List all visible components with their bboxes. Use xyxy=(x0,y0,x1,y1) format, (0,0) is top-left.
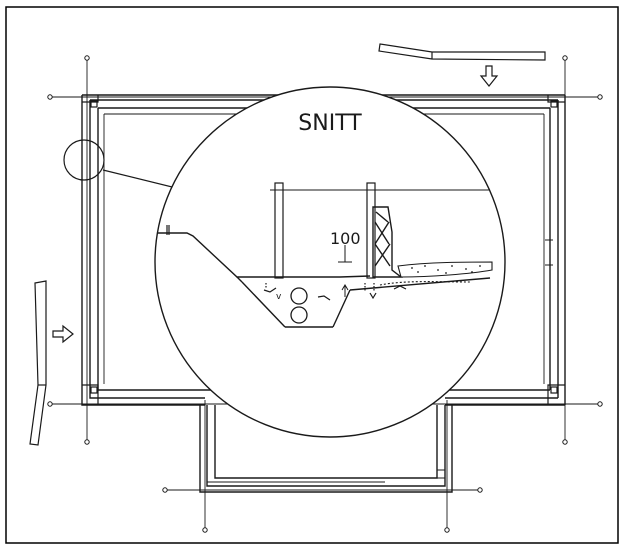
concrete-wall xyxy=(372,206,404,278)
loose-panel-left xyxy=(29,280,47,446)
arrow-down-icon xyxy=(479,65,499,87)
ground-profile xyxy=(158,232,491,328)
detail-circle xyxy=(154,86,506,438)
grid-dots xyxy=(47,55,603,533)
flow-marks xyxy=(166,225,407,301)
drawing-border xyxy=(5,6,619,544)
wall-break xyxy=(545,239,553,266)
loose-panel-top xyxy=(378,43,546,61)
gravel-bed xyxy=(379,261,493,286)
marker-label: v xyxy=(276,292,282,302)
section-title: SNITT xyxy=(298,111,362,136)
dimension-marker xyxy=(338,245,352,297)
dimension-label: 100 xyxy=(330,229,361,248)
section-detail: SNITT xyxy=(154,86,506,438)
arrow-right-icon xyxy=(52,324,74,344)
bay-extension xyxy=(199,405,453,493)
posts xyxy=(270,182,490,279)
drain-pipes xyxy=(290,287,308,324)
